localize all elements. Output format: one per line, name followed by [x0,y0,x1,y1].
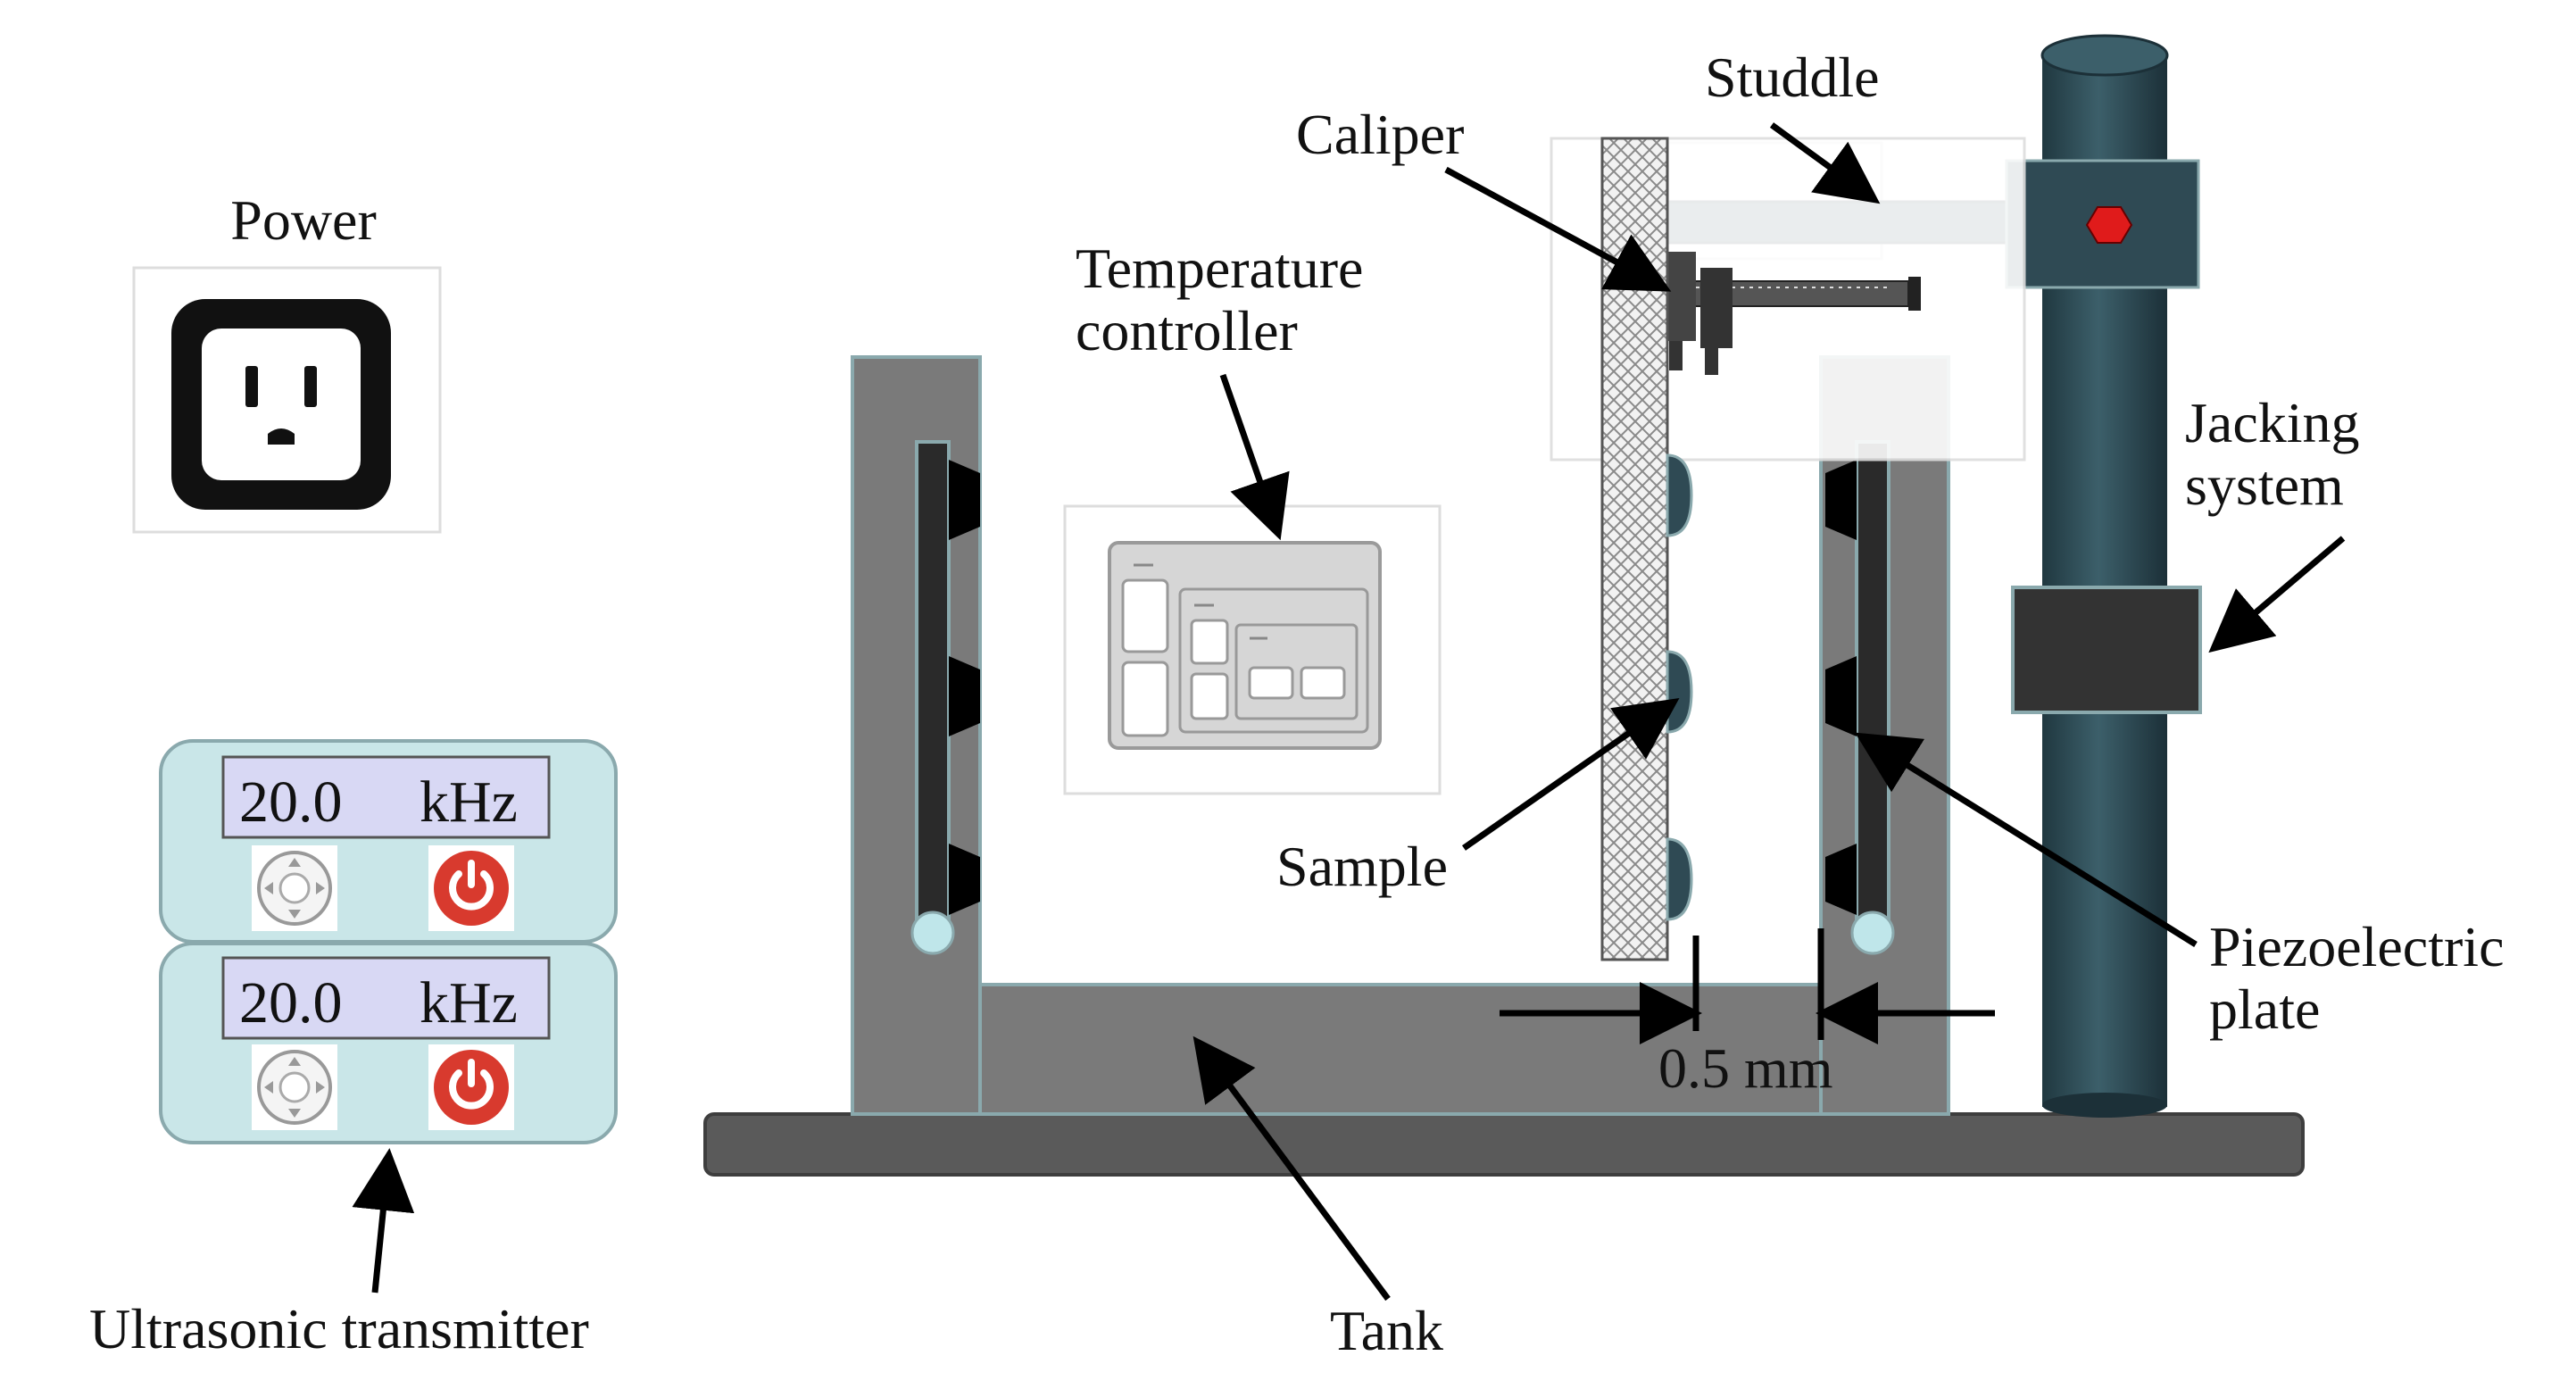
frequency-unit: kHz [420,970,518,1036]
ultrasonic-transmitter-label: Ultrasonic transmitter [89,1297,589,1360]
frequency-display [221,956,551,1040]
piezoelectric-plate-right [1825,440,1895,955]
sample [1666,453,1693,537]
transmitter-arrow [352,1148,415,1293]
sample-arrow [1462,698,1680,851]
sample [1666,650,1693,734]
power-outlet: Power [132,188,442,534]
connection-node [910,911,955,955]
gap-dimension: 0.5 mm [1500,928,1995,1100]
temperature-controller-label-line1: Temperature [1076,237,1363,300]
piezoelectric-plate-left [910,440,980,955]
studdle-arrow [1769,122,1881,204]
frequency-unit: kHz [420,769,518,835]
connection-node [1850,911,1895,955]
caliper-arrow [1444,166,1672,292]
temperature-controller [1063,504,1442,795]
power-button-icon[interactable] [428,1044,514,1130]
power-label: Power [230,188,377,252]
jacking-system-arrow [2208,536,2346,653]
frequency-value: 20.0 [239,769,343,835]
temperature-controller-arrow [1219,373,1290,541]
jacking-system-label-line1: Jacking [2185,391,2360,454]
jacking-system-label-line2: system [2185,453,2344,517]
studdle-label: Studdle [1705,46,1880,109]
frequency-display [221,755,551,839]
power-button-icon[interactable] [428,845,514,931]
direction-pad-icon[interactable] [252,1044,337,1130]
power-outlet-icon [171,299,391,510]
tank-arrow [1192,1036,1391,1302]
caliper-label: Caliper [1296,103,1464,166]
gap-label: 0.5 mm [1658,1036,1833,1100]
piezoelectric-plate-arrow [1855,732,2198,947]
ultrasonic-transmitter-bottom: 20.0 kHz [159,942,618,1144]
sample-label: Sample [1276,835,1448,898]
ultrasonic-transmitter-top: 20.0 kHz [159,739,618,944]
hex-bolt-icon [2085,206,2133,244]
tank-label: Tank [1330,1299,1443,1362]
piezoelectric-plate-label-line2: plate [2209,977,2320,1041]
samples [1666,453,1693,921]
temperature-controller-label-line2: controller [1076,299,1298,362]
base-platform [703,1112,2305,1177]
frequency-value: 20.0 [239,970,343,1036]
direction-pad-icon[interactable] [252,845,337,931]
sample [1666,837,1693,921]
piezoelectric-plate-label-line1: Piezoelectric [2209,915,2504,978]
jacking-clamp [2011,586,2202,714]
